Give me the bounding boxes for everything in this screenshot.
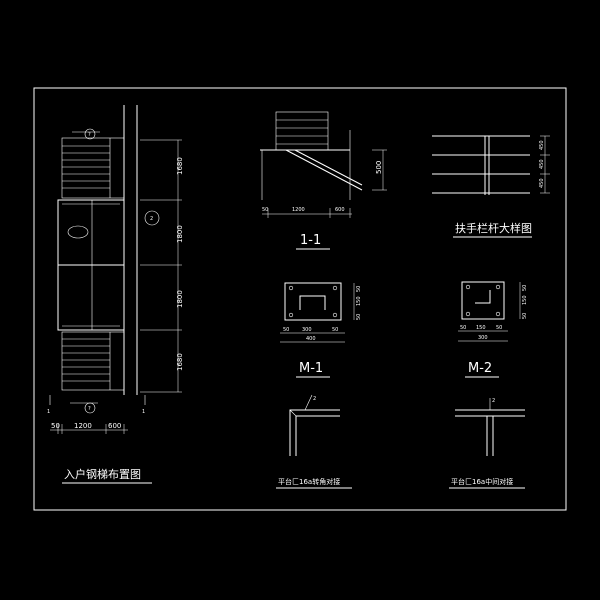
plan-dim-bottom-1: 50 <box>51 422 60 430</box>
m1-dim-r2: 150 <box>356 296 362 306</box>
handrail-title: 扶手栏杆大样图 <box>455 221 532 235</box>
handrail-dim-3: 450 <box>539 178 545 188</box>
middle-joint-drawing <box>455 398 525 456</box>
corner-joint-label: 2 <box>313 396 316 402</box>
m1-dim-r3: 50 <box>356 314 362 320</box>
section-1-1-drawing <box>260 111 387 218</box>
m1-dim-a1: 50 <box>283 327 289 333</box>
m1-dim-a3: 50 <box>332 327 338 333</box>
plan-dim-bottom-2: 1200 <box>74 422 92 430</box>
m2-embed-plate <box>458 281 521 342</box>
middle-joint-title: 平台匚16a中间对接 <box>451 477 513 486</box>
middle-joint-label: 2 <box>492 398 495 404</box>
m2-dim-r3: 50 <box>522 313 528 319</box>
m2-dim-a3: 50 <box>496 325 502 331</box>
plan-callout-bottom: ? <box>88 406 91 412</box>
plan-callout-top: ? <box>88 132 91 138</box>
section-dim-bottom-3: 600 <box>335 207 345 213</box>
m1-title: M-1 <box>299 361 323 376</box>
plan-callout-mid: 2 <box>150 216 153 222</box>
handrail-detail-drawing <box>432 135 550 195</box>
plan-title: 入户钢梯布置图 <box>64 467 141 481</box>
handrail-dim-2: 450 <box>539 159 545 169</box>
plan-dim-4: 1680 <box>176 353 184 371</box>
section-title: 1-1 <box>300 233 321 248</box>
corner-joint-title: 平台匚16a转角对接 <box>278 477 340 486</box>
section-dim-right: 500 <box>375 161 383 174</box>
m2-dim-r1: 50 <box>522 285 528 291</box>
m2-dim-a2: 150 <box>476 325 486 331</box>
plan-dim-2: 1800 <box>176 225 184 243</box>
plan-dim-3: 1800 <box>176 290 184 308</box>
m2-dim-b: 300 <box>478 335 488 341</box>
m2-title: M-2 <box>468 361 492 376</box>
plan-axis-right: 1 <box>142 409 145 415</box>
sheet-frame <box>33 87 567 511</box>
plan-dim-bottom-3: 600 <box>108 422 121 430</box>
handrail-dim-1: 450 <box>539 140 545 150</box>
stair-plan <box>49 105 182 434</box>
m1-embed-plate <box>280 282 355 343</box>
m1-dim-b: 400 <box>306 336 316 342</box>
plan-axis-left: 1 <box>47 409 50 415</box>
section-dim-bottom-2: 1200 <box>292 207 305 213</box>
m1-dim-a2: 300 <box>302 327 312 333</box>
m2-dim-r2: 150 <box>522 295 528 305</box>
plan-dim-1: 1680 <box>176 157 184 175</box>
corner-joint-drawing <box>289 394 340 456</box>
lower-flight-treads <box>62 332 111 390</box>
section-dim-bottom-1: 50 <box>262 207 268 213</box>
upper-flight-treads <box>62 138 111 198</box>
m2-dim-a1: 50 <box>460 325 466 331</box>
m1-dim-r1: 50 <box>356 286 362 292</box>
